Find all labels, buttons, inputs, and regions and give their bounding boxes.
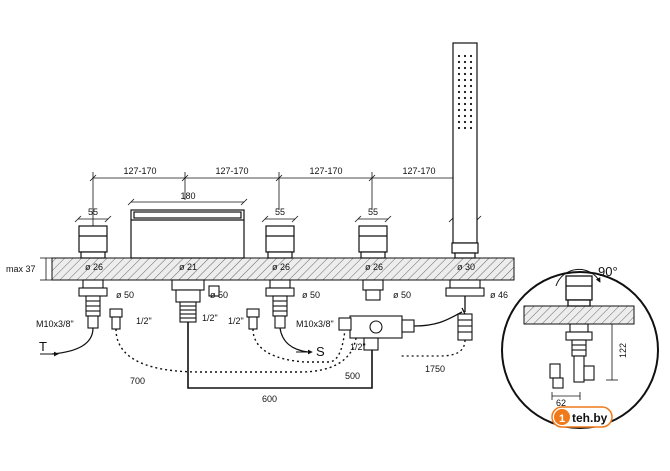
shower-hose-dashed [400, 339, 466, 357]
handle-left [78, 225, 108, 259]
teh-by-logo: 1 teh.by [551, 406, 613, 428]
nut-label-5: ø 46 [490, 290, 508, 300]
hose-500 [252, 328, 346, 363]
hose-600 [187, 322, 373, 389]
spacing-label-2: 127-170 [215, 166, 248, 176]
hot-supply-hose [51, 327, 94, 355]
handle-width-label-1: 55 [88, 207, 98, 217]
spout-width-dimension [127, 198, 248, 206]
spacing-label-1: 127-170 [123, 166, 156, 176]
hole-label-4: ø 26 [365, 262, 383, 272]
shower-hose-1750 [413, 296, 466, 327]
detail-height-label: 122 [618, 343, 628, 358]
nut-label-4: ø 50 [393, 290, 411, 300]
spacing-label-4: 127-170 [402, 166, 435, 176]
handle-width-label-2: 55 [275, 207, 285, 217]
connector-shower [445, 279, 485, 297]
hole-label-1: ø 26 [85, 262, 103, 272]
rotation-arrow [555, 268, 601, 287]
nut-label-1: ø 50 [116, 290, 134, 300]
hole-label-5: ø 30 [457, 262, 475, 272]
detail-width-dimension [551, 392, 581, 400]
logo-digit: 1 [559, 413, 565, 425]
connector-left [78, 279, 123, 330]
nut-label-3: ø 50 [302, 290, 320, 300]
hose-coupling [457, 313, 473, 341]
detail-height-dimension [606, 323, 618, 381]
cold-marker: S [316, 344, 325, 359]
half-inch-label-4: 1/2" [350, 342, 366, 352]
angle-label: 90° [598, 264, 618, 279]
thread-label-1: M10x3/8" [36, 319, 74, 329]
hose-length-600: 600 [262, 394, 277, 404]
connector-right-diverter [338, 279, 415, 351]
max-thickness-dimension [40, 257, 52, 281]
hose-length-500: 500 [345, 371, 360, 381]
hot-marker: T [39, 339, 47, 354]
thread-label-2: M10x3/8" [296, 319, 334, 329]
hose-length-700: 700 [130, 376, 145, 386]
half-inch-label-3: 1/2" [228, 316, 244, 326]
detail-handle [565, 275, 593, 307]
shower-spray-holes [457, 54, 473, 130]
max-thickness-label: max 37 [6, 264, 36, 274]
hand-shower [451, 42, 479, 259]
spacing-label-3: 127-170 [309, 166, 342, 176]
cold-supply-hose [279, 327, 309, 353]
half-inch-label-2: 1/2" [202, 313, 218, 323]
spout-width-label: 180 [180, 191, 195, 201]
detail-connector [549, 323, 595, 389]
handle-width-label-3: 55 [368, 207, 378, 217]
handle-right [358, 225, 388, 259]
nut-label-2: ø 50 [210, 290, 228, 300]
handle-middle [265, 225, 295, 259]
detail-width-label: 62 [556, 398, 566, 408]
hole-label-2: ø 21 [179, 262, 197, 272]
hose-length-1750: 1750 [425, 364, 445, 374]
detail-deck [523, 305, 635, 325]
logo-text: teh.by [572, 411, 608, 425]
hole-label-3: ø 26 [272, 262, 290, 272]
connector-middle [246, 279, 295, 330]
half-inch-label-1: 1/2" [136, 316, 152, 326]
spout [130, 209, 245, 259]
